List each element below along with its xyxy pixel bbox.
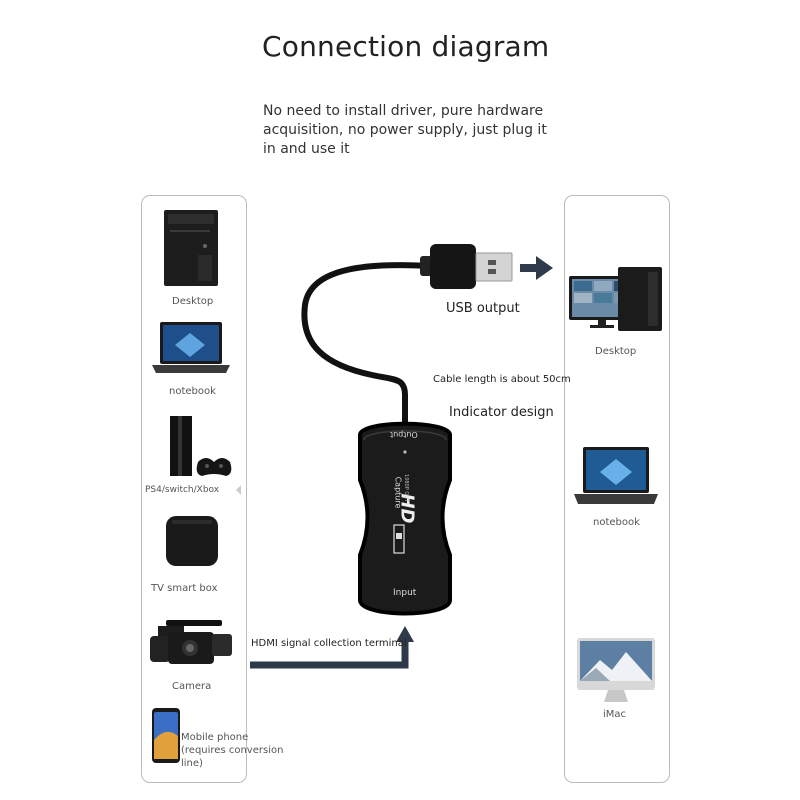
page-title: Connection diagram [262,30,550,63]
indicator-label: Indicator design [449,405,554,420]
left-notebook-label: notebook [169,386,216,397]
input-arrow-icon [250,626,414,669]
tv-box-icon [166,516,218,566]
chevron-left-icon [236,485,241,495]
usb-output-label: USB output [446,301,520,316]
device-brand-sub: 1080P OUT [402,474,409,502]
desktop-tower-icon [164,210,218,286]
left-tv-box-label: TV smart box [151,583,218,594]
notebook-icon [152,322,230,373]
mobile-phone-icon [152,708,180,763]
notebook-right-icon [574,447,658,504]
left-console-label: PS4/switch/Xbox [145,485,220,495]
monitor-desktop-icon [569,267,662,331]
left-phone-label: Mobile phone (requires conversion line) [181,732,284,769]
right-imac-label: iMac [603,709,627,720]
output-arrow-icon [520,256,553,280]
capture-device-body [358,421,452,616]
device-output-label: Output [390,430,418,439]
usb-plug-icon [420,244,513,289]
left-camera-label: Camera [172,681,212,692]
page-subtitle: No need to install driver, pure hardware… [263,103,547,157]
usb-cable [301,262,433,431]
device-brand-capture: Capture [393,476,403,509]
hdmi-terminal-label: HDMI signal collection terminal [251,638,407,649]
game-console-icon [170,416,232,476]
right-desktop-label: Desktop [595,346,637,357]
indicator-light-icon [403,450,407,454]
cable-length-label: Cable length is about 50cm [433,374,571,385]
camera-icon [150,620,232,664]
right-notebook-label: notebook [593,517,640,528]
source-devices-panel [141,195,247,783]
left-desktop-label: Desktop [172,296,214,307]
device-input-label: Input [393,588,417,598]
imac-icon [577,638,655,702]
